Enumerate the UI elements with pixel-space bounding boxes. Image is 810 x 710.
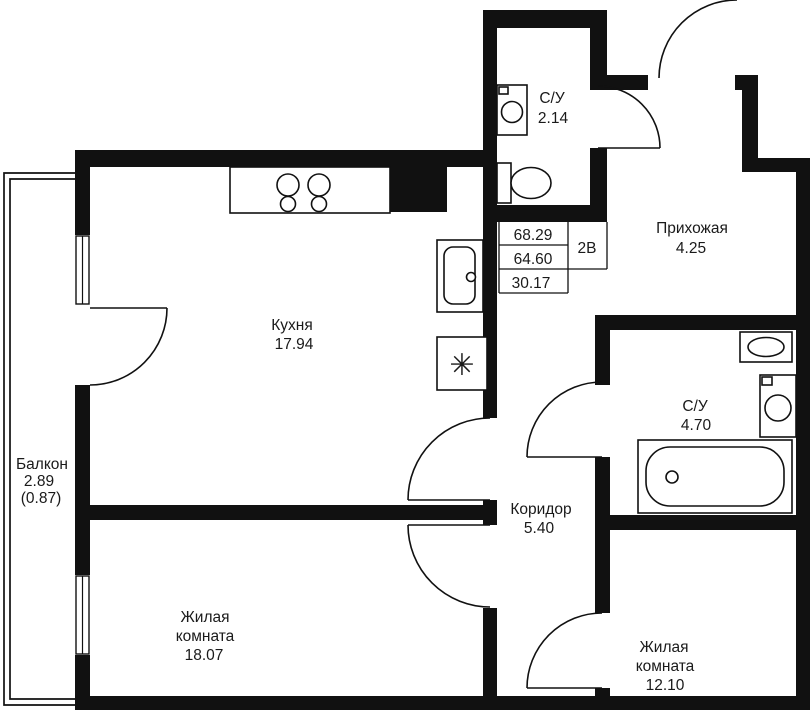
wall-corridor-right-upper: [595, 315, 610, 385]
entry-door-arc: [658, 0, 738, 79]
room-label-balcony-area: 2.89: [24, 473, 54, 490]
wall-kitchen-corridor-mid: [483, 500, 497, 525]
bathroom-washer-drum: [764, 394, 792, 422]
wall-corridor-right-lower: [595, 688, 610, 696]
wall-kitchen-living: [90, 505, 483, 520]
bathtub-inner: [645, 446, 785, 507]
room-label-living-small-name-line2: комната: [636, 658, 695, 675]
kitchen-sink-icon: [436, 239, 484, 313]
living-small-door: [526, 612, 603, 689]
room-label-wc-top-name: С/У: [539, 90, 565, 107]
windows: [75, 235, 90, 655]
toilet-bowl: [510, 166, 552, 200]
fixtures: ✳: [229, 84, 797, 514]
info-area-total: 68.29: [514, 227, 553, 244]
wall-bathroom-bottom: [595, 515, 796, 530]
wc-top-washer-panel: [498, 86, 509, 95]
wall-right-step: [742, 158, 810, 172]
wall-bottom: [75, 696, 810, 710]
info-area-living: 30.17: [512, 275, 551, 292]
info-unit-type: 2В: [578, 240, 597, 257]
wall-left-middle: [75, 385, 90, 575]
room-label-living-small-area: 12.10: [646, 677, 685, 694]
living-small-door-arc: [526, 612, 603, 689]
bathtub-icon: [637, 439, 793, 514]
kitchen-sink-faucet: [465, 271, 477, 283]
ventilation-shaft-block: [390, 167, 447, 212]
wall-wc-top-right-lower: [590, 148, 607, 222]
wc-top-washer-drum: [500, 100, 524, 124]
living-room-window: [75, 575, 90, 655]
room-label-hallway-name: Прихожая: [656, 220, 728, 237]
wc-top-door-arc: [597, 85, 661, 149]
room-label-wc-top-area: 2.14: [538, 110, 569, 127]
living-large-door: [407, 524, 491, 608]
room-label-corridor-name: Коридор: [510, 501, 571, 518]
area-info-table: 68.29 64.60 30.17 2В: [498, 222, 608, 294]
kitchen-door: [407, 417, 491, 501]
entry-door: [658, 0, 738, 79]
bathroom-door: [526, 381, 603, 458]
kitchen-window: [75, 235, 90, 305]
stove-icon: [229, 166, 391, 214]
room-label-bathroom-area: 4.70: [681, 417, 712, 434]
bathtub-drain: [665, 470, 679, 484]
bathroom-washing-machine-icon: [759, 374, 797, 438]
wall-bathroom-top: [595, 315, 796, 330]
living-large-door-arc: [407, 524, 491, 608]
bathroom-sink-basin: [747, 336, 785, 358]
balcony-door-arc: [89, 307, 168, 386]
wall-left-upper: [75, 150, 90, 235]
room-label-bathroom-name: С/У: [682, 398, 708, 415]
room-label-kitchen-name: Кухня: [271, 317, 312, 334]
bathroom-sink-icon: [739, 331, 793, 363]
stove-burner-4: [310, 195, 328, 213]
bathroom-washer-panel: [761, 376, 773, 386]
wall-right-outer: [796, 158, 810, 710]
room-label-balcony-area-secondary: (0.87): [21, 490, 62, 507]
room-label-living-large-name-line1: Жилая: [180, 609, 229, 626]
kitchen-appliance-icon: ✳: [436, 336, 488, 391]
bathroom-door-arc: [526, 381, 603, 458]
balcony-glazing-outer-line: [3, 172, 75, 706]
toilet-tank: [496, 162, 512, 204]
room-label-balcony-name: Балкон: [16, 456, 68, 473]
wall-wc-top-bottom: [483, 205, 607, 222]
stove-burner-3: [279, 195, 297, 213]
room-label-hallway-area: 4.25: [676, 240, 706, 257]
wall-top: [75, 150, 497, 167]
kitchen-appliance-symbol: ✳: [449, 348, 474, 383]
wall-kitchen-corridor-lower: [483, 608, 497, 696]
room-labels: С/У 2.14 Прихожая 4.25 Кухня 17.94 Балко…: [16, 90, 728, 694]
toilet-icon: [496, 162, 552, 204]
room-label-living-large-area: 18.07: [185, 647, 224, 664]
wall-corridor-right-middle: [595, 457, 610, 613]
wall-wc-top-left: [483, 10, 497, 222]
wall-left-lower: [75, 655, 90, 700]
wc-top-door: [597, 85, 661, 149]
info-area-secondary: 64.60: [514, 251, 553, 268]
room-label-corridor-area: 5.40: [524, 520, 555, 537]
walls: [75, 10, 810, 710]
stove-burner-2: [307, 173, 331, 197]
wc-top-washing-machine-icon: [496, 84, 528, 136]
wall-wc-top-top: [483, 10, 607, 28]
room-label-kitchen-area: 17.94: [275, 336, 314, 353]
room-label-living-small-name-line1: Жилая: [639, 639, 688, 656]
wall-entry-left: [607, 75, 648, 90]
kitchen-door-arc: [407, 417, 491, 501]
doors: [89, 0, 738, 689]
room-label-living-large-name-line2: комната: [176, 628, 235, 645]
balcony-door: [89, 307, 168, 386]
wall-wc-top-right-upper: [590, 28, 607, 90]
balcony-glazing: [3, 172, 75, 706]
kitchen-appliance-outline: [436, 336, 488, 391]
balcony-glazing-inner-line: [9, 178, 75, 700]
wall-right-upper: [742, 75, 758, 172]
stove-burner-1: [276, 173, 300, 197]
